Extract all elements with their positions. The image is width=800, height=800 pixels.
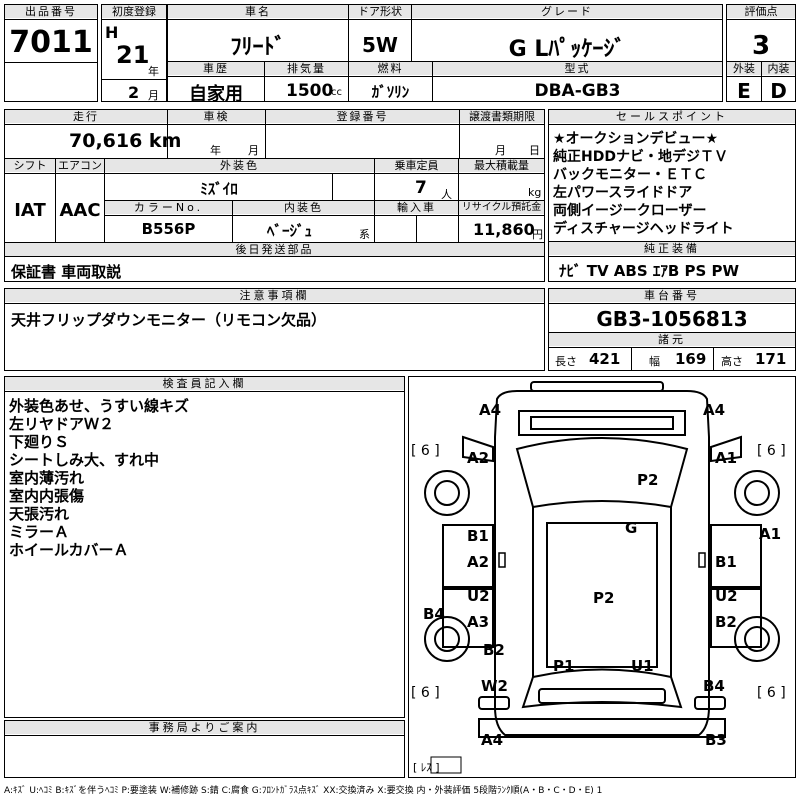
exterior-color: ﾐｽﾞｲﾛ <box>200 180 238 198</box>
car-info-block: 車名 ドア形状 グレード ﾌﾘｰﾄﾞ 5W G Lﾊﾟｯｹｰｼﾞ 車歴 排気量 … <box>167 4 723 105</box>
color-number: B556P <box>141 220 196 238</box>
damage-mark: A4 <box>481 731 504 749</box>
caution-notes: 天井フリップダウンモニター（リモコン欠品） <box>11 311 327 329</box>
chassis-number: GB3-1056813 <box>596 307 748 331</box>
inspection-line: 左リヤドアＷ２ <box>9 415 115 433</box>
air-conditioner: AAC <box>59 200 101 221</box>
capacity: 7 <box>415 178 427 198</box>
reg-year: 21 <box>116 41 150 69</box>
inspection-line: 室内内張傷 <box>9 487 85 505</box>
height: 171 <box>755 350 787 368</box>
lot-cell: 出品番号 7011 <box>4 4 98 102</box>
recycle-fee: 11,860 <box>473 220 535 239</box>
displacement: 1500 <box>286 81 334 101</box>
damage-mark: U2 <box>715 587 738 605</box>
damage-mark: B2 <box>715 613 737 631</box>
damage-mark: B4 <box>703 677 725 695</box>
damage-mark: W2 <box>481 677 508 695</box>
car-outline <box>424 381 780 774</box>
score: 3 <box>751 31 771 61</box>
grade: G Lﾊﾟｯｹｰｼﾞ <box>508 37 626 62</box>
sales-point: 左パワースライドドア <box>553 185 693 201</box>
inspection-line: ミラーＡ <box>9 523 70 541</box>
tire-front-right: [ 6 ] <box>757 443 786 459</box>
inspection-line: 外装色あせ、うすい線キズ <box>9 397 190 415</box>
inspection-line: 天張汚れ <box>9 505 70 523</box>
damage-mark: P2 <box>593 589 615 607</box>
notes-block: 注意事項欄 天井フリップダウンモニター（リモコン欠品） <box>4 288 545 371</box>
damage-mark: B1 <box>467 527 489 545</box>
shift: IAT <box>14 200 46 221</box>
sales-point: ★オークションデビュー★ <box>553 131 719 147</box>
fuel: ｶﾞｿﾘﾝ <box>371 83 410 101</box>
inspection-line: ホイールカバーＡ <box>9 541 129 559</box>
sales-points-block: セールスポイント ★オークションデビュー★ 純正HDDナビ・地デジＴＶ バックモ… <box>548 109 796 242</box>
damage-mark: G <box>625 519 638 537</box>
width: 169 <box>675 350 707 368</box>
tire-rear-right: [ 6 ] <box>757 685 786 701</box>
equipment: ﾅﾋﾞ TV ABS ｴｱB PS PW <box>559 262 740 280</box>
inspection-line: 下廻りＳ <box>9 433 70 451</box>
sales-point: 純正HDDナビ・地デジＴＶ <box>553 149 728 165</box>
damage-mark: A4 <box>479 401 502 419</box>
damage-mark: A1 <box>715 449 738 467</box>
door-type: 5W <box>362 33 398 57</box>
equipment-block: 純正装備 ﾅﾋﾞ TV ABS ｴｱB PS PW <box>548 241 796 282</box>
length: 421 <box>589 350 621 368</box>
inspection-line: 室内薄汚れ <box>9 469 85 487</box>
lot-number: 7011 <box>9 25 93 60</box>
damage-mark: U1 <box>631 657 654 675</box>
interior-grade: D <box>770 79 787 103</box>
score-cell: 評価点 3 外装 内装 E D <box>726 4 796 103</box>
sales-point: バックモニター・ＥＴＣ <box>553 167 707 183</box>
damage-mark: P2 <box>637 471 659 489</box>
car-history: 自家用 <box>189 84 243 105</box>
damage-mark: A1 <box>759 525 782 543</box>
damage-mark: A4 <box>703 401 726 419</box>
first-registration-cell: 初度登録 H 21 年 2 月 <box>101 4 167 102</box>
reg-month: 2 <box>128 83 140 102</box>
accessories-cell: 保証書 車両取説 <box>4 256 545 282</box>
damage-mark: B1 <box>715 553 737 571</box>
inspection-line: シートしみ大、すれ中 <box>9 451 160 469</box>
damage-diagram: [ 6 ] [ 6 ] [ 6 ] [ 6 ] [ ﾚｽ ] A4 A4 A2 … <box>408 376 796 778</box>
damage-mark: B4 <box>423 605 445 623</box>
damage-mark: A2 <box>467 553 490 571</box>
sales-point: ディスチャージヘッドライト <box>553 221 734 237</box>
exterior-grade: E <box>737 79 751 103</box>
lot-label: 出品番号 <box>5 5 97 18</box>
chassis-block: 車台番号 GB3-1056813 諸元 長さ 421 幅 169 高さ 171 <box>548 288 796 371</box>
mileage: 70,616 km <box>69 130 182 152</box>
office-block: 事務局よりご案内 <box>4 720 405 778</box>
specs-block: 走行 車検 登録番号 譲渡書類期限 70,616 km 年 月 月 日 シフト … <box>4 109 545 257</box>
tire-front-left: [ 6 ] <box>411 443 440 459</box>
spare-tire: [ ﾚｽ ] <box>413 761 440 774</box>
inspector-block: 検査員記入欄 外装色あせ、うすい線キズ 左リヤドアＷ２ 下廻りＳ シートしみ大、… <box>4 376 405 718</box>
tire-rear-left: [ 6 ] <box>411 685 440 701</box>
accessories: 保証書 車両取説 <box>11 263 122 281</box>
damage-mark: U2 <box>467 587 490 605</box>
damage-mark: P1 <box>553 657 575 675</box>
legend: A:ｷｽﾞ U:ﾍｺﾐ B:ｷｽﾞを伴うﾍｺﾐ P:要塗装 W:補修跡 S:錆 … <box>4 786 603 796</box>
era: H <box>105 23 119 42</box>
model-code: DBA-GB3 <box>534 81 621 101</box>
car-name: ﾌﾘｰﾄﾞ <box>230 35 286 60</box>
damage-mark: A3 <box>467 613 490 631</box>
interior-color: ﾍﾞｰｼﾞｭ <box>267 222 313 240</box>
sales-point: 両側イージークローザー <box>553 203 707 219</box>
damage-mark: B3 <box>705 731 727 749</box>
damage-mark: A2 <box>467 449 490 467</box>
damage-mark: B2 <box>483 641 505 659</box>
